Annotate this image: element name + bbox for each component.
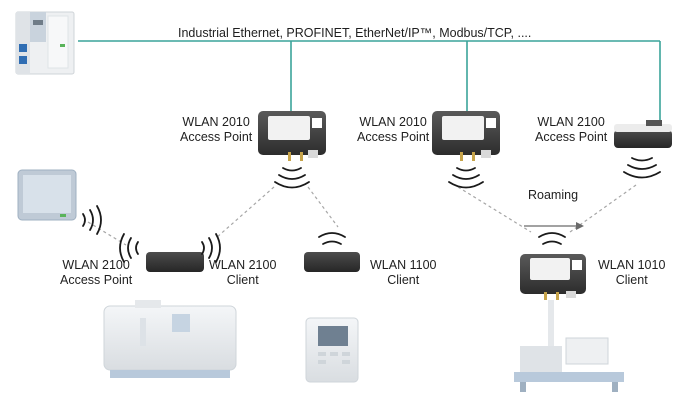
device-role: Access Point: [357, 130, 430, 144]
device-model: WLAN 2100: [537, 115, 605, 129]
access-point-device-4: [146, 252, 204, 272]
device-label-wlan2100-ap-left: WLAN 2100 Access Point: [60, 258, 132, 288]
ethernet-bus-label: Industrial Ethernet, PROFINET, EtherNet/…: [178, 26, 532, 40]
client-device-1100: [304, 252, 360, 272]
device-label-wlan2100-client: WLAN 2100 Client: [209, 258, 276, 288]
device-label-wlan2100-ap-right: WLAN 2100 Access Point: [535, 115, 607, 145]
access-point-device-2: [432, 111, 500, 161]
device-model: WLAN 2100: [62, 258, 130, 272]
wireless-links: [87, 184, 637, 246]
access-point-device-3: [614, 120, 672, 148]
plc-controller: [15, 11, 75, 75]
roaming-arrow-icon: [576, 222, 584, 230]
client-device-1010: [520, 254, 586, 300]
device-model: WLAN 1010: [598, 258, 666, 272]
device-model: WLAN 2100: [209, 258, 277, 272]
roaming-label: Roaming: [528, 188, 579, 202]
hmi-panel: [17, 169, 77, 221]
device-model: WLAN 2010: [359, 115, 427, 129]
machine-tool: [103, 300, 237, 378]
device-role: Access Point: [180, 130, 253, 144]
device-role: Client: [226, 273, 259, 287]
device-model: WLAN 2010: [182, 115, 250, 129]
device-label-wlan1010-client: WLAN 1010 Client: [598, 258, 665, 288]
device-label-wlan1100-client: WLAN 1100 Client: [370, 258, 436, 288]
device-role: Access Point: [535, 130, 608, 144]
conveyor-system: [514, 300, 624, 392]
device-role: Access Point: [60, 273, 133, 287]
control-cabinet: [305, 317, 359, 383]
access-point-device-1: [258, 111, 326, 161]
device-label-wlan2010-ap-1: WLAN 2010 Access Point: [180, 115, 252, 145]
ethernet-backbone: [78, 40, 661, 123]
device-role: Client: [387, 273, 420, 287]
device-label-wlan2010-ap-2: WLAN 2010 Access Point: [357, 115, 429, 145]
device-model: WLAN 1100: [370, 258, 437, 272]
device-role: Client: [615, 273, 648, 287]
signal-waves: [82, 157, 661, 263]
